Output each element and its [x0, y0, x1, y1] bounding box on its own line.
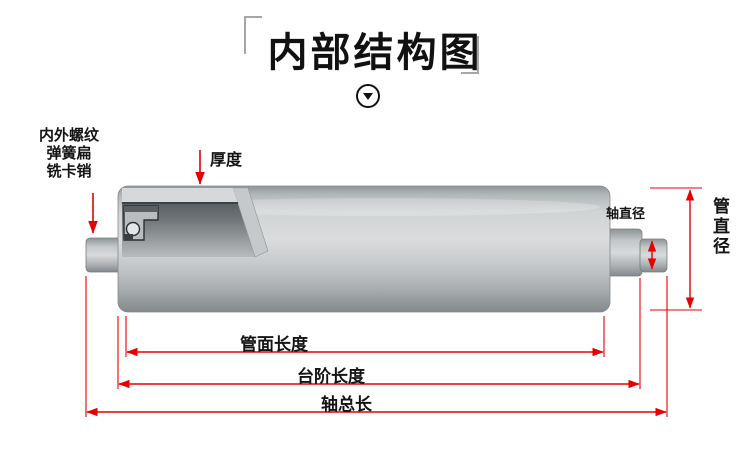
bearing: [125, 221, 141, 237]
snap-pin-notch: [124, 234, 133, 240]
cutaway-section: [122, 187, 269, 258]
down-triangle-icon: [363, 93, 373, 100]
circled-down-arrow-icon: [356, 84, 380, 108]
left-note-line-1: 内外螺纹: [38, 127, 99, 144]
left-note-line-3: 铣卡销: [46, 163, 92, 180]
title-bracket-bottom-right-icon: [461, 36, 479, 74]
page-title: 内部结构图: [267, 31, 483, 75]
bearing-housing-top: [124, 206, 158, 212]
tube-highlight: [160, 198, 600, 216]
right-shaft: [639, 238, 668, 273]
shaft-diameter-label: 轴直径: [606, 206, 646, 221]
tube-face-length-label: 管面长度: [240, 335, 308, 354]
cut-face: [232, 187, 269, 258]
title-bracket-top-left-icon: [244, 16, 262, 54]
right-step: [605, 228, 643, 277]
shaft-total-length-label: 轴总长: [321, 395, 372, 414]
left-note-label: 内外螺纹 弹簧扁 铣卡销: [26, 127, 112, 181]
cutaway-opening: [122, 188, 255, 257]
thickness-label: 厚度: [210, 152, 243, 169]
left-note-line-2: 弹簧扁: [46, 145, 92, 162]
tube-diameter-label: 管直径: [710, 197, 729, 257]
tube-wall-section: [122, 188, 238, 203]
dimension-lines: [85, 150, 702, 417]
step-length-label: 台阶长度: [297, 367, 365, 386]
roller-body: [85, 185, 668, 313]
